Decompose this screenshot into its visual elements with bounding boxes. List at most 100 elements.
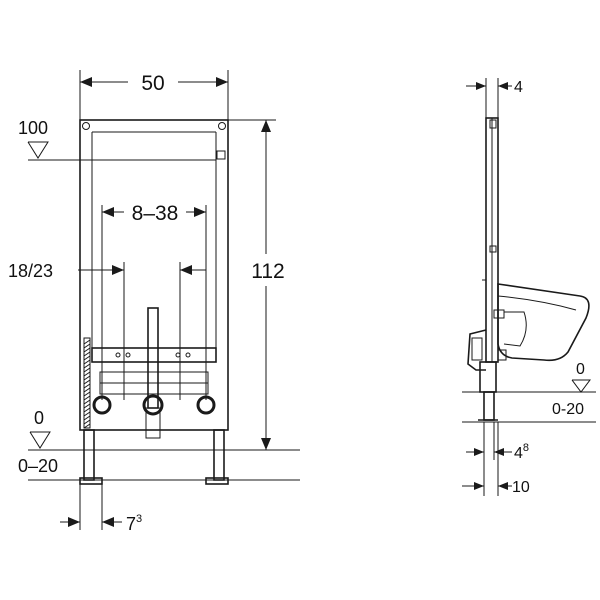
hatch-line: [83, 395, 91, 401]
foot-offset-sup: 8: [523, 442, 529, 454]
rail-bar: [91, 347, 217, 363]
depth-top-arrow-left: [476, 82, 486, 90]
hatch-line: [83, 347, 91, 353]
wall-hatch: [83, 337, 91, 429]
floor-level-label: 0: [34, 408, 44, 428]
inlet-arrow-right: [180, 265, 192, 275]
side-lower-block: [479, 361, 497, 393]
valve-fittings: [92, 394, 216, 416]
leg-offset-label: 73: [126, 513, 142, 534]
bowl-outline: [497, 283, 590, 362]
bowl-bracket: [493, 309, 505, 319]
hatch-line: [83, 391, 91, 397]
hatch-line: [83, 383, 91, 389]
riser-drain: [145, 407, 161, 439]
foot-offset-arrow-right: [494, 448, 504, 456]
frame-outline: [79, 119, 229, 431]
bowl-inner: [503, 311, 527, 347]
inlet-spacing-label: 8–38: [132, 202, 179, 225]
inlet-height-label: 18/23: [8, 261, 53, 281]
hatch-line: [83, 415, 91, 421]
hatch-line: [83, 387, 91, 393]
dim-depth-top: 4: [466, 78, 523, 118]
depth-bottom-label: 10: [512, 479, 530, 496]
dim-leg-offset: 73: [60, 484, 142, 534]
foot-offset-label: 48: [514, 442, 529, 462]
level-triangle-top-icon: [27, 141, 49, 159]
bidet-bowl: [493, 283, 590, 362]
dim-inlet-height: 18/23: [8, 261, 206, 400]
dim-width: 50: [79, 70, 229, 120]
hatch-line: [83, 399, 91, 405]
hatch-line: [83, 363, 91, 369]
side-view: 4 0 0-20 48 10: [462, 78, 596, 496]
frame: [79, 119, 229, 431]
hatch-line: [83, 367, 91, 373]
inlet-arrow-left: [112, 265, 124, 275]
side-mid-clip: [489, 245, 497, 253]
side-valve: [471, 337, 483, 361]
dim-spacing-arrow-right: [194, 207, 206, 217]
height-label: 112: [251, 260, 284, 283]
rail-hole-4: [185, 352, 191, 358]
rail-hole-2: [125, 352, 131, 358]
side-outlet: [497, 349, 507, 361]
hatch-line: [83, 403, 91, 409]
foot-right: [205, 477, 229, 485]
side-floor-range-label: 0-20: [552, 401, 584, 418]
riser-pipe: [145, 307, 161, 439]
corner-bolt-right: [218, 122, 226, 130]
riser: [147, 307, 159, 409]
hatch-line: [83, 355, 91, 361]
hatch-line: [83, 419, 91, 425]
dim-width-arrow-right: [216, 77, 228, 87]
hatch-line: [83, 343, 91, 349]
side-level-floor: 0 0-20: [552, 361, 591, 418]
hatch-line: [83, 411, 91, 417]
rail-hole-3: [175, 352, 181, 358]
dim-spacing-arrow-left: [102, 207, 114, 217]
hatch-line: [83, 407, 91, 413]
leg-right: [213, 429, 225, 481]
foot-offset-main: 4: [514, 445, 523, 462]
side-floor-level-label: 0: [576, 361, 585, 378]
side-level-triangle-icon: [571, 379, 591, 393]
level-triangle-floor-icon: [29, 431, 51, 449]
hatch-strip: [83, 337, 91, 429]
legs: [79, 429, 229, 485]
hatch-line: [83, 423, 91, 429]
dim-height: 112: [228, 119, 285, 451]
hatch-line: [83, 375, 91, 381]
depth-top-arrow-right: [498, 82, 508, 90]
side-frame: [482, 117, 499, 363]
dim-height-arrow-top: [261, 120, 271, 132]
leg-offset-sup: 3: [136, 513, 142, 525]
side-legs: [478, 391, 498, 421]
frame-tag: [216, 150, 226, 160]
hatch-line: [83, 359, 91, 365]
corner-bolt-left: [82, 122, 90, 130]
hatch-line: [83, 351, 91, 357]
foot-left: [79, 477, 103, 485]
side-top-clip: [489, 119, 497, 129]
side-bracket: [467, 329, 487, 371]
foot-offset-arrow-left: [474, 448, 484, 456]
leg-left: [83, 429, 95, 481]
leg-offset-arrow-left: [68, 517, 80, 527]
dim-depth-bottom: 10: [462, 422, 530, 496]
top-level-label: 100: [18, 118, 48, 138]
hatch-lines: [83, 339, 91, 429]
width-label: 50: [141, 72, 164, 95]
dim-width-arrow-left: [80, 77, 92, 87]
front-view: 50 112 8–38: [8, 70, 300, 534]
hatch-line: [83, 339, 91, 345]
hatch-line: [83, 379, 91, 385]
valve-center-icon: [142, 394, 164, 416]
side-fittings: [467, 329, 507, 393]
bowl-rim-line: [497, 295, 577, 311]
dim-inlet-spacing: 8–38: [101, 202, 207, 400]
level-floor: 0 0–20: [18, 408, 58, 476]
hatch-line: [83, 371, 91, 377]
